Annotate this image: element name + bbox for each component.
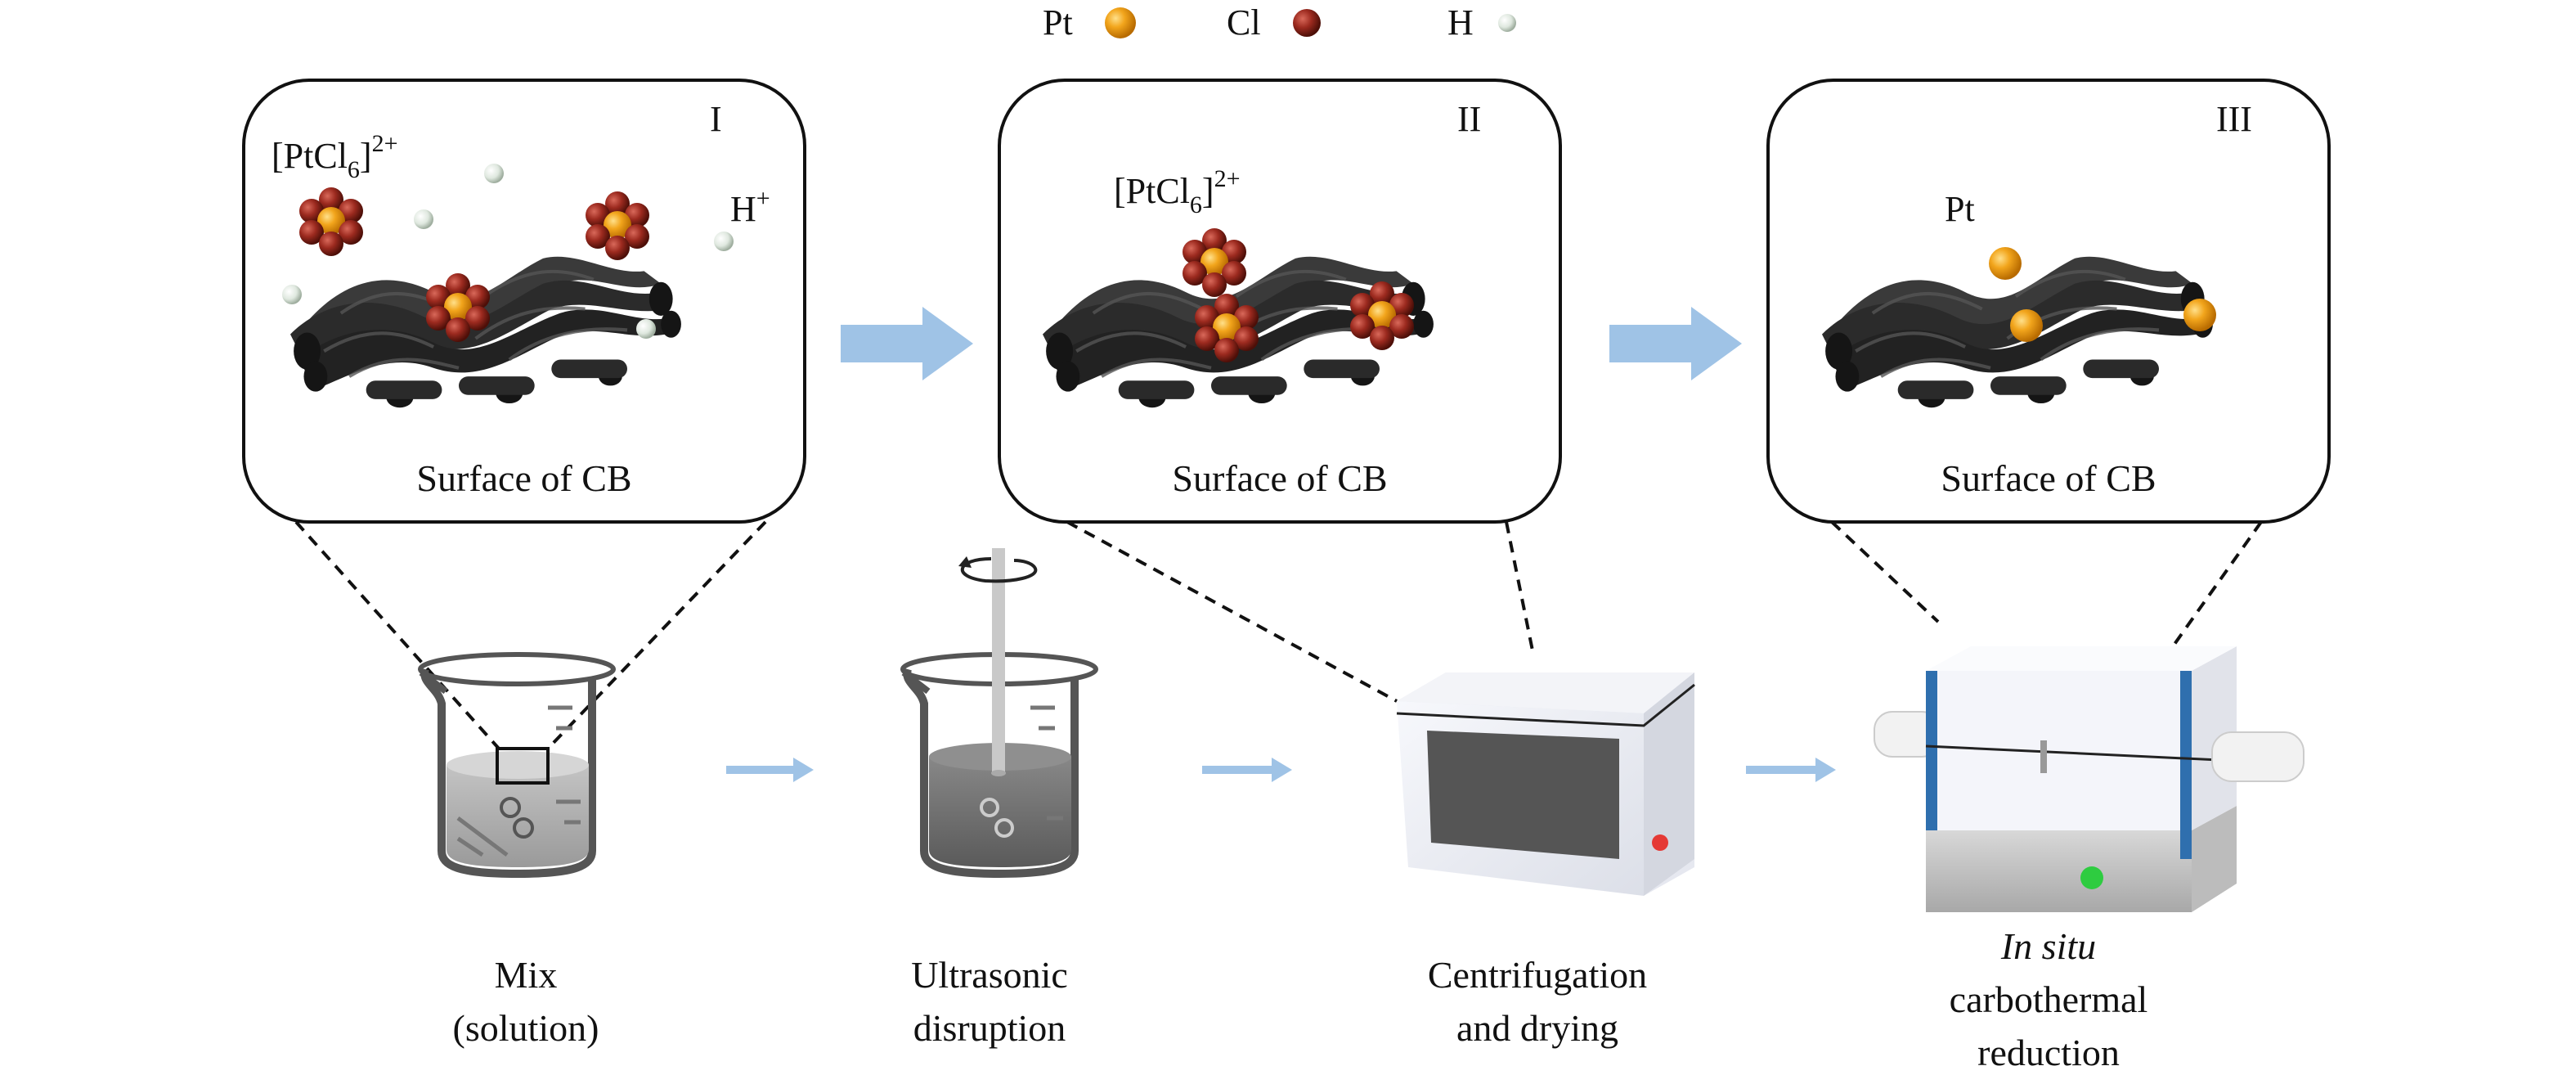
panel-arrows	[841, 307, 1742, 380]
arrow-right-icon	[726, 758, 814, 782]
panel-caption: Surface of CB	[1941, 457, 2156, 499]
species-label-ptcl6: [PtCl6]2+	[272, 130, 398, 183]
h-atom-icon	[1498, 14, 1516, 32]
panel-caption: Surface of CB	[416, 457, 631, 499]
indicator-light	[2080, 866, 2103, 889]
panel-numeral: III	[2216, 99, 2252, 139]
pt-atom-icon	[1105, 7, 1136, 38]
zoom-lines	[294, 520, 2263, 750]
step-label: Mix	[495, 954, 558, 996]
h-ion	[484, 164, 504, 183]
legend-label-cl: Cl	[1227, 2, 1261, 43]
panel-1: I [PtCl6]2+ H+ Surface of CB	[242, 79, 806, 524]
zoom-region	[496, 747, 550, 785]
step-label: In situ	[2000, 925, 2096, 967]
step-label: (solution)	[453, 1007, 599, 1049]
step-label: reduction	[1977, 1032, 2120, 1073]
h-ion	[414, 209, 433, 229]
cl-atom-icon	[1293, 9, 1321, 37]
step-label: Ultrasonic	[911, 954, 1068, 996]
step-label: carbothermal	[1950, 978, 2148, 1020]
species-label-h-plus: H+	[730, 185, 770, 229]
legend: Pt Cl H	[1043, 2, 1516, 43]
tube-furnace-icon	[1874, 646, 2304, 912]
step-label: Centrifugation	[1428, 954, 1647, 996]
h-ion	[714, 232, 734, 251]
stripe	[1926, 671, 1937, 830]
step-label: and drying	[1456, 1007, 1618, 1049]
tube-right	[2211, 731, 2304, 782]
pt-particle	[2183, 299, 2216, 331]
stripe	[2180, 671, 2192, 859]
species-label-ptcl6: [PtCl6]2+	[1114, 165, 1241, 218]
step-labels: Mix (solution) Ultrasonic disruption Cen…	[453, 925, 2148, 1073]
pt-particle	[2010, 309, 2043, 342]
oven-icon	[1396, 672, 1695, 896]
panel-3: III Pt Surface of CB	[1766, 79, 2331, 524]
h-ion	[282, 285, 302, 304]
legend-label-h: H	[1447, 2, 1474, 43]
pt-particle	[1989, 247, 2022, 280]
latch-handle	[2040, 740, 2047, 773]
arrow-right-icon	[1609, 307, 1742, 380]
panel-numeral: I	[710, 99, 722, 139]
stirrer-icon	[958, 548, 1038, 776]
panel-caption: Surface of CB	[1172, 457, 1387, 499]
arrow-right-icon	[1202, 758, 1292, 782]
species-label-pt: Pt	[1945, 189, 1975, 229]
panel-2: II [PtCl6]2+ Surface of CB	[998, 79, 1562, 524]
legend-label-pt: Pt	[1043, 2, 1073, 43]
arrow-right-icon	[841, 307, 973, 380]
h-ion	[636, 319, 656, 339]
process-arrows	[726, 758, 1836, 782]
indicator-light	[1652, 834, 1668, 851]
oven-window	[1427, 731, 1619, 859]
arrow-right-icon	[1746, 758, 1836, 782]
beaker-icon	[418, 652, 616, 879]
panel-numeral: II	[1457, 99, 1481, 139]
step-label: disruption	[913, 1007, 1066, 1049]
